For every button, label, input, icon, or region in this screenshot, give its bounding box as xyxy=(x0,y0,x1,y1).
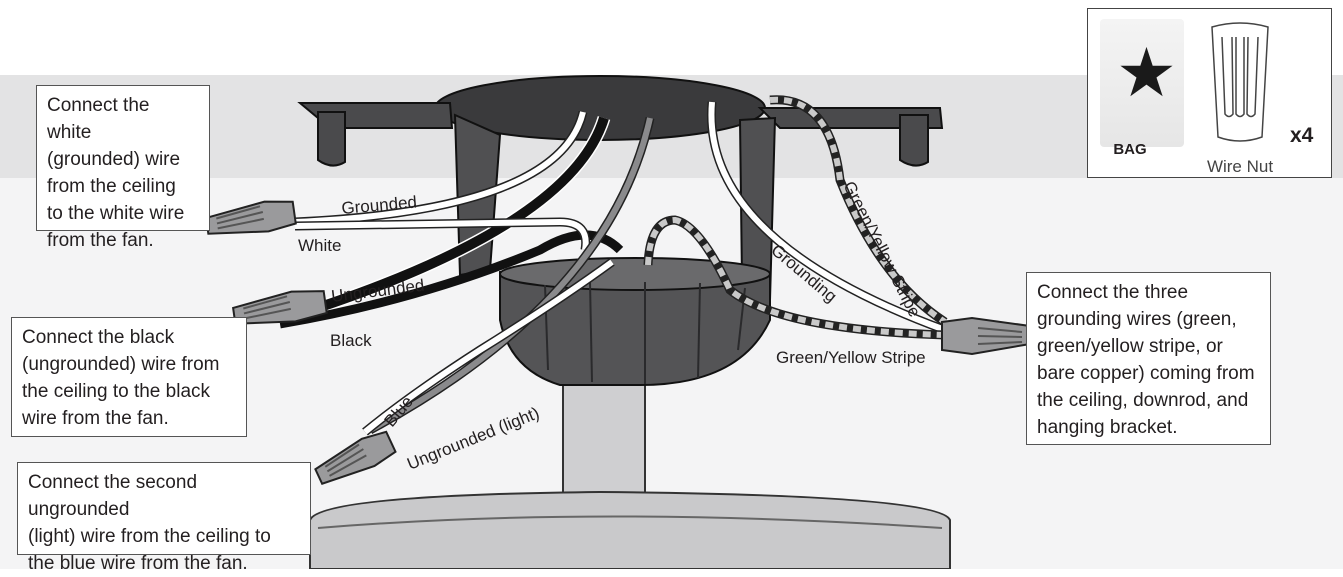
bag-icon: ★ xyxy=(1100,19,1184,147)
callout-white-text: Connect the white (grounded) wire from t… xyxy=(47,95,185,251)
wire-white-fan-core xyxy=(294,218,589,251)
bag-label: BAG xyxy=(1113,141,1147,158)
wire-stripe-bracket-core xyxy=(769,96,947,325)
wire-black-fan xyxy=(279,230,624,329)
wire-grounding-ceiling-core xyxy=(708,101,947,333)
wire-nut-label: Wire Nut xyxy=(1206,157,1274,176)
callout-blue-wire: Connect the second ungrounded (light) wi… xyxy=(17,462,311,574)
wire-nut-icon xyxy=(1211,22,1269,142)
callout-black-text: Connect the black (ungrounded) wire from… xyxy=(22,327,220,429)
wire-light-core xyxy=(368,117,653,433)
callout-blue-text: Connect the second ungrounded (light) wi… xyxy=(28,472,271,574)
downrod xyxy=(562,377,646,509)
label-white: White xyxy=(298,236,341,255)
fan-housing-rim xyxy=(317,515,943,529)
fan-housing xyxy=(309,490,951,569)
parts-box: ★ BAG Wire Nut x4 xyxy=(1087,8,1332,178)
wire-nut-blue xyxy=(314,430,397,485)
callout-white-wire: Connect the white (grounded) wire from t… xyxy=(36,85,210,251)
star-icon: ★ xyxy=(1116,35,1177,111)
wire-blue-core xyxy=(363,259,614,435)
callout-black-wire: Connect the black (ungrounded) wire from… xyxy=(11,317,247,437)
callout-grounding-wires: Connect the three grounding wires (green… xyxy=(1026,272,1271,445)
label-stripe-bottom: Green/Yellow Stripe xyxy=(776,348,926,367)
wire-stripe-downrod-core xyxy=(645,216,946,338)
wire-nut-white xyxy=(205,200,297,235)
hanging-bracket-right xyxy=(738,107,944,302)
label-black: Black xyxy=(330,331,372,350)
wire-white-ceiling-core xyxy=(294,111,586,225)
quantity-label: x4 xyxy=(1290,124,1314,147)
callout-ground-text: Connect the three grounding wires (green… xyxy=(1037,282,1255,438)
